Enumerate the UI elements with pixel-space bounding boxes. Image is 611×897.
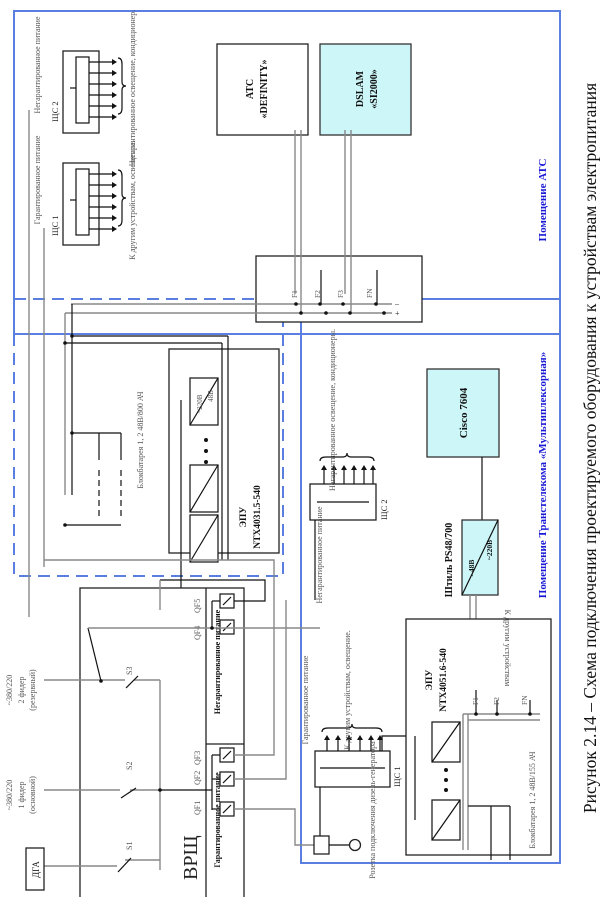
tt-fuse-f1: F1 bbox=[471, 697, 480, 705]
breaker-qf5: QF5 bbox=[193, 599, 202, 613]
tt-shs2-label: ЩС 2 bbox=[379, 499, 389, 520]
feeder2-type: (резервный) bbox=[28, 669, 37, 711]
generator-socket-icon bbox=[348, 838, 362, 852]
feeder1-type: (основной) bbox=[28, 776, 37, 814]
tt-shs1-supply-label: Гарантированное питание bbox=[301, 655, 310, 744]
vrsh-output-lines bbox=[44, 559, 320, 846]
atc-definity-line2: «DEFINITY» bbox=[259, 60, 270, 119]
vrsh-title: ВРЩ bbox=[180, 835, 202, 880]
breaker-qf2: QF2 bbox=[193, 771, 202, 785]
epu-4031-box bbox=[168, 348, 280, 554]
shtil-in: ~220В bbox=[485, 540, 494, 560]
feeder2-name: 2 фидер bbox=[17, 676, 26, 703]
atc-fuse-f1: F1 bbox=[290, 290, 299, 298]
feeder2-voltage: ~380/220 bbox=[5, 675, 14, 706]
tt-shs1-panel bbox=[314, 723, 415, 845]
dashed-battery-label: Блокбатарея 1, 2 48В/800 АЧ bbox=[136, 391, 145, 488]
transtelecom-room-outline bbox=[300, 298, 561, 864]
tt-shs1-loads-label: К другим устройствам, освещение. bbox=[343, 630, 352, 750]
atc-shs1-supply-label: Гарантированное питание bbox=[33, 135, 42, 224]
epu-4051-rectifiers bbox=[414, 690, 540, 860]
dashed-area-wiring bbox=[63, 334, 228, 527]
epu-4031-rectifiers bbox=[180, 336, 229, 600]
epu-4051-other-devices: К другим устройствам bbox=[503, 610, 512, 687]
tt-shs2-supply-label: Негарантированное питание bbox=[315, 506, 324, 603]
atc-fuse-f2: F2 bbox=[313, 290, 322, 298]
atc-shs1-label: ЩС 1 bbox=[50, 215, 60, 236]
epu-4051-line2: NTX4051.6-540 bbox=[439, 648, 449, 712]
dslam-line1: DSLAM bbox=[355, 70, 366, 107]
shtil-out: - 48В bbox=[467, 560, 476, 577]
atc-shs2-panel bbox=[62, 50, 127, 134]
tt-battery-label: Блокбатарея 1, 2 48В/155 АЧ bbox=[528, 751, 537, 848]
dga-box bbox=[25, 847, 45, 891]
atc-shs2-loads-label: Негарантированное освещение, кондиционер… bbox=[128, 10, 137, 167]
epu-4031-rect-out: 48В bbox=[207, 390, 215, 402]
vrsh-non-guaranteed-label: Негарантированное питание bbox=[213, 609, 222, 714]
switch-s1: S1 bbox=[125, 842, 134, 850]
atc-bus-minus: – bbox=[394, 299, 400, 308]
cisco-7604-box bbox=[426, 368, 500, 458]
cisco-7604-label: Cisco 7604 bbox=[458, 387, 470, 438]
epu-4031-line1: ЭПУ bbox=[239, 507, 249, 528]
tt-shs2-panel bbox=[309, 452, 377, 600]
feeder1-voltage: ~380/220 bbox=[5, 780, 14, 811]
tt-shs2-loads-label: Негарантированное освещение, кондиционер… bbox=[328, 329, 337, 491]
atc-bus-plus: + bbox=[395, 309, 400, 318]
dga-label: ДГА bbox=[31, 861, 41, 878]
vrsh-wiring bbox=[44, 600, 320, 873]
generator-switch bbox=[313, 835, 330, 855]
breaker-qf1: QF1 bbox=[193, 801, 202, 815]
dslam-line2: «SI2000» bbox=[369, 69, 380, 108]
vrsh-box bbox=[79, 587, 245, 897]
tt-fuse-f2: F2 bbox=[492, 697, 501, 705]
tt-shs1-label: ЩС 1 bbox=[392, 766, 402, 787]
epu-4051-box bbox=[405, 618, 552, 856]
atc-room-label: Помещение АТС bbox=[537, 158, 549, 241]
atc-dc-distribution-box bbox=[255, 255, 423, 323]
tt-fuse-fn: FN bbox=[520, 695, 529, 705]
generator-socket-label: Розетка подключения дизель-генератора bbox=[368, 741, 377, 879]
atc-definity-line1: АТС bbox=[245, 79, 256, 99]
atc-shs1-panel bbox=[62, 162, 127, 246]
figure-caption: Рисунок 2.14 – Схема подключения проекти… bbox=[580, 83, 600, 813]
atc-shs2-supply-label: Негарантированное питание bbox=[33, 16, 42, 113]
switch-s2: S2 bbox=[125, 762, 134, 770]
epu-4031-rect-in: ~220В bbox=[196, 394, 204, 413]
atc-shs1-loads-label: К другим устройствам, освещение. bbox=[128, 140, 137, 260]
atc-shs2-label: ЩС 2 bbox=[50, 101, 60, 122]
power-area-dashed-outline bbox=[13, 298, 284, 577]
atc-fuse-f3: F3 bbox=[336, 290, 345, 298]
breaker-qf4: QF4 bbox=[193, 626, 202, 640]
feeder1-name: 1 фидер bbox=[17, 781, 26, 808]
transtelecom-room-label: Помещение Транстелекома «Мультиплексорна… bbox=[537, 352, 549, 598]
atc-fuse-fn: FN bbox=[365, 288, 374, 298]
shtil-title: Штиль PS48/700 bbox=[444, 523, 455, 598]
dslam-box bbox=[319, 43, 412, 136]
breaker-qf3: QF3 bbox=[193, 751, 202, 765]
epu-4051-line1: ЭПУ bbox=[425, 670, 435, 691]
atc-dc-wiring bbox=[65, 130, 392, 315]
switch-s3: S3 bbox=[125, 667, 134, 675]
epu-4031-line2: NTX4031.5-540 bbox=[253, 485, 263, 549]
atc-shs2-outputs bbox=[89, 59, 117, 120]
vrsh-guaranteed-label: Гарантированное питание bbox=[213, 772, 222, 868]
atc-room-outline bbox=[13, 10, 561, 335]
atc-definity-box bbox=[216, 43, 309, 136]
